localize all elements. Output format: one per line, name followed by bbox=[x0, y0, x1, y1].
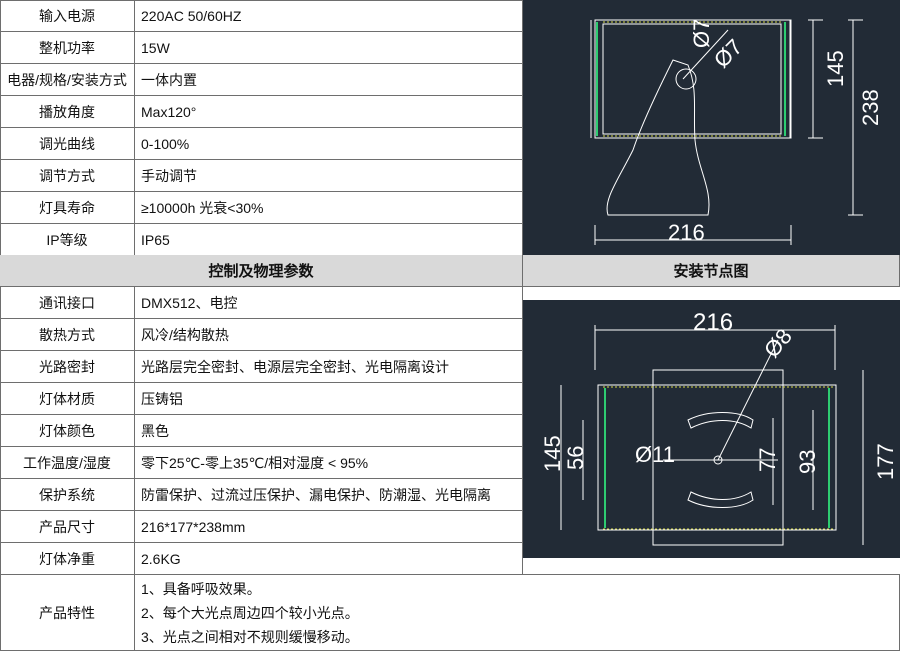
side-dim-height-inner: 145 bbox=[823, 50, 848, 87]
feature-item: 2、每个大光点周边四个较小光点。 bbox=[141, 604, 359, 621]
front-dim-left-outer: 145 bbox=[540, 435, 565, 472]
spec-label: 工作温度/湿度 bbox=[0, 447, 135, 479]
spec-value: 2.6KG bbox=[135, 543, 523, 575]
spec-label: IP等级 bbox=[0, 224, 135, 256]
spec-value: 黑色 bbox=[135, 415, 523, 447]
spec-value: 压铸铝 bbox=[135, 383, 523, 415]
features-label: 产品特性 bbox=[0, 575, 135, 651]
spec-label: 灯具寿命 bbox=[0, 192, 135, 224]
front-dim-width: 216 bbox=[693, 309, 733, 336]
side-dim-hole-a: Ø7 bbox=[689, 19, 714, 48]
spec-label: 灯体材质 bbox=[0, 383, 135, 415]
spec-value: ≥10000h 光衰<30% bbox=[135, 192, 523, 224]
spec-label: 播放角度 bbox=[0, 96, 135, 128]
spec-label: 保护系统 bbox=[0, 479, 135, 511]
spec-value: 手动调节 bbox=[135, 160, 523, 192]
side-dim-width: 216 bbox=[668, 220, 705, 245]
table-top-border bbox=[0, 0, 900, 1]
spec-value: 0-100% bbox=[135, 128, 523, 160]
front-view-drawing: 216 Ø8 Ø11 145 56 77 93 177 bbox=[523, 300, 900, 558]
spec-value: DMX512、电控 bbox=[135, 287, 523, 319]
spec-value: 15W bbox=[135, 32, 523, 64]
spec-label: 整机功率 bbox=[0, 32, 135, 64]
spec-label: 光路密封 bbox=[0, 351, 135, 383]
front-dim-mid-a: 77 bbox=[755, 448, 780, 472]
header-install: 安装节点图 bbox=[523, 255, 900, 287]
front-dim-left-inner: 56 bbox=[563, 446, 588, 470]
side-dim-height-total: 238 bbox=[858, 89, 883, 126]
spec-value: 风冷/结构散热 bbox=[135, 319, 523, 351]
spec-value: 防雷保护、过流过压保护、漏电保护、防潮湿、光电隔离 bbox=[135, 479, 523, 511]
side-dim-hole-b: Ø7 bbox=[709, 34, 747, 72]
spec-value: 220AC 50/60HZ bbox=[135, 0, 523, 32]
front-dim-mid-b: 93 bbox=[795, 450, 820, 474]
features-list: 1、具备呼吸效果。 2、每个大光点周边四个较小光点。 3、光点之间相对不规则缓慢… bbox=[135, 575, 900, 651]
spec-value: 光路层完全密封、电源层完全密封、光电隔离设计 bbox=[135, 351, 523, 383]
front-dim-right: 177 bbox=[873, 443, 898, 480]
spec-label: 灯体颜色 bbox=[0, 415, 135, 447]
spec-value: 216*177*238mm bbox=[135, 511, 523, 543]
spec-label: 灯体净重 bbox=[0, 543, 135, 575]
feature-item: 3、光点之间相对不规则缓慢移动。 bbox=[141, 628, 359, 645]
feature-item: 1、具备呼吸效果。 bbox=[141, 580, 261, 597]
side-view-drawing: Ø7 Ø7 145 238 216 bbox=[523, 0, 900, 255]
spec-label: 散热方式 bbox=[0, 319, 135, 351]
spec-label: 调节方式 bbox=[0, 160, 135, 192]
spec-value: 一体内置 bbox=[135, 64, 523, 96]
spec-value: 零下25℃-零上35℃/相对湿度 < 95% bbox=[135, 447, 523, 479]
drawing-spacer bbox=[523, 558, 900, 575]
spec-label: 调光曲线 bbox=[0, 128, 135, 160]
header-control: 控制及物理参数 bbox=[0, 255, 523, 287]
spec-label: 输入电源 bbox=[0, 0, 135, 32]
spec-value: IP65 bbox=[135, 224, 523, 256]
front-dim-center: Ø11 bbox=[635, 442, 675, 467]
spec-value: Max120° bbox=[135, 96, 523, 128]
spec-label: 电器/规格/安装方式 bbox=[0, 64, 135, 96]
spec-label: 通讯接口 bbox=[0, 287, 135, 319]
spec-label: 产品尺寸 bbox=[0, 511, 135, 543]
table-left-border bbox=[0, 0, 1, 651]
